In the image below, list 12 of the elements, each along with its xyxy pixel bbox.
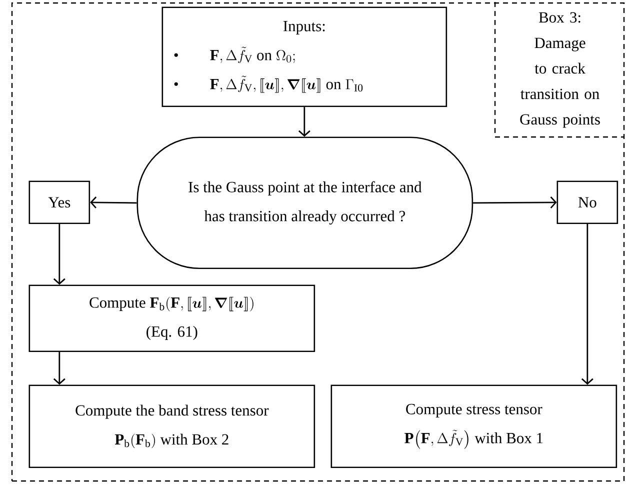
arrow [298, 107, 310, 137]
process-box: Compute stress tensor $\mathbf{P}\bigl(\mathbf{F}, \Delta\tilde{f}_{\mathrm{V}}\bigr)$ with Box 1 [330, 384, 618, 468]
arrow [53, 352, 66, 385]
answer-box: Yes [28, 180, 90, 224]
arrow [581, 224, 594, 385]
process-box: Compute $\mathbf{F}_{\mathrm{b}}(\mathbf{F}, \llbracket\boldsymbol{u}\rrbracket, \boldsymbol{\nabla}\llbracket\boldsymbol{u}\rrbracket)$ (Eq. 61) [28, 284, 316, 352]
answer-box: No [556, 180, 618, 224]
arrow [53, 224, 66, 285]
process-box: Compute the band stress tensor $\mathbf{P}_{\mathrm{b}}(\mathbf{F}_{\mathrm{b}})$ with Box 2 [28, 384, 316, 468]
arrow [90, 196, 137, 208]
input-box: Inputs: $\text{\textbullet}\qquad\mathbf{F}, \Delta\tilde{f}_{\mathrm{V}}\text{ on }\Omega_{0};$ $\text{\textbullet}\qquad\mathbf{F}, \Delta\tilde{f}_{\mathrm{V}}, \llbracket\boldsymbol{u}\rrbracket, \boldsymbol{\nabla}\llbracket\boldsymbol{u}\rrbracket\text{ on }\Gamma_{\mathrm{I0}}$ [162, 6, 448, 108]
arrow [473, 196, 557, 208]
